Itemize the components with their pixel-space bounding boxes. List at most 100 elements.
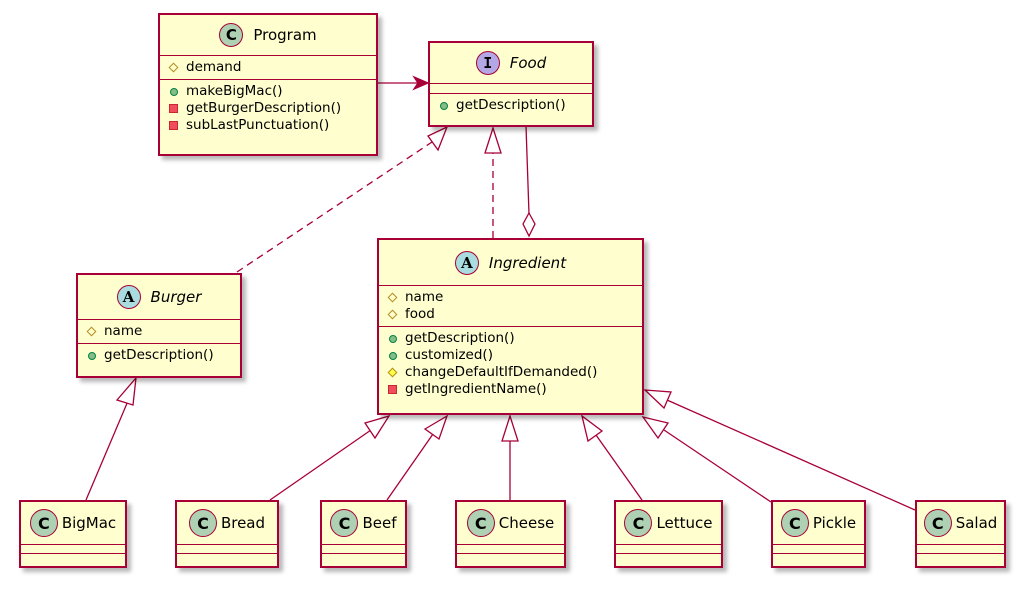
methods-section <box>457 554 564 562</box>
method: subLastPunctuation() <box>168 117 368 134</box>
method: getIngredientName() <box>387 381 634 398</box>
abstract-class-ingredient[interactable]: A Ingredient name food getDescription() … <box>377 238 644 415</box>
methods-section <box>21 554 125 562</box>
fields-section <box>177 545 277 554</box>
class-name: Program <box>253 26 317 44</box>
abstract-class-burger[interactable]: A Burger name getDescription() <box>76 273 242 378</box>
fields-section <box>457 545 564 554</box>
edge-lettuce-ingredient <box>595 434 643 501</box>
inheritance-triangle-beef <box>423 414 449 441</box>
class-stereotype-icon: C <box>219 23 244 47</box>
methods-section <box>616 554 721 562</box>
method: getBurgerDescription() <box>168 100 368 117</box>
fields-section: name <box>78 320 240 344</box>
inheritance-triangle-cheese <box>501 413 519 442</box>
method: getDescription() <box>86 347 232 364</box>
class-name: Beef <box>362 514 397 532</box>
class-stereotype-icon: C <box>29 509 58 537</box>
public-method-icon <box>387 333 398 344</box>
edge-salad-ingredient <box>666 399 916 511</box>
fields-section: demand <box>160 56 376 80</box>
method: changeDefaultIfDemanded() <box>387 364 634 381</box>
fields-section <box>322 545 405 554</box>
edge-bigmac-burger <box>85 400 129 501</box>
aggregation-diamond <box>522 211 536 238</box>
class-program[interactable]: C Program demand makeBigMac() getBurgerD… <box>158 13 378 156</box>
methods-section <box>773 554 864 562</box>
methods-section: getDescription() <box>78 344 240 367</box>
arrowhead-open-association <box>412 75 430 91</box>
protected-field-icon <box>86 326 97 337</box>
class-stereotype-icon: C <box>330 509 359 537</box>
private-method-icon <box>168 120 179 131</box>
class-stereotype-icon: C <box>923 509 952 537</box>
protected-method-icon <box>387 367 398 378</box>
edge-beef-ingredient <box>386 433 434 501</box>
fields-section <box>616 545 721 554</box>
fields-section <box>21 545 125 554</box>
class-name: Burger <box>150 288 202 306</box>
class-name: Cheese <box>498 514 555 532</box>
class-name: BigMac <box>61 514 117 532</box>
inheritance-triangle-salad <box>643 389 672 410</box>
class-stereotype-icon: C <box>624 509 653 537</box>
class-stereotype-icon: C <box>466 509 495 537</box>
private-method-icon <box>387 384 398 395</box>
methods-section <box>322 554 405 562</box>
edge-burger-food <box>236 137 439 273</box>
fields-section <box>917 545 1004 554</box>
realization-triangle-ingredient <box>484 125 502 154</box>
class-name: Ingredient <box>488 253 567 272</box>
protected-field-icon <box>387 309 398 320</box>
class-header: I Food <box>430 43 592 84</box>
edge-food-ingredient-aggregation <box>525 125 530 215</box>
class-header: A Burger <box>78 275 240 320</box>
field: food <box>387 306 634 323</box>
public-method-icon <box>86 350 97 361</box>
class-name: Lettuce <box>656 514 713 532</box>
interface-food[interactable]: I Food getDescription() <box>428 41 594 127</box>
public-method-icon <box>168 86 179 97</box>
inheritance-triangle-lettuce <box>580 414 604 443</box>
methods-section: getDescription() <box>430 94 592 117</box>
private-method-icon <box>168 103 179 114</box>
abstract-stereotype-icon: A <box>116 285 141 309</box>
inheritance-triangle-burger <box>115 375 137 406</box>
fields-section: name food <box>379 286 642 327</box>
realization-triangle-burger <box>427 125 449 152</box>
interface-stereotype-icon: I <box>475 51 500 75</box>
methods-section <box>177 554 277 562</box>
inheritance-triangle-pickle <box>641 415 670 440</box>
class-header: C Program <box>160 15 376 56</box>
methods-section <box>917 554 1004 562</box>
field: name <box>86 323 232 340</box>
edge-pickle-ingredient <box>663 429 772 503</box>
protected-field-icon <box>387 292 398 303</box>
class-stereotype-icon: C <box>780 509 809 537</box>
class-name: Food <box>509 54 547 72</box>
class-stereotype-icon: C <box>188 509 217 537</box>
public-method-icon <box>387 350 398 361</box>
abstract-stereotype-icon: A <box>454 250 479 275</box>
fields-section <box>430 84 592 94</box>
field: name <box>387 289 634 306</box>
fields-section <box>773 545 864 554</box>
protected-field-icon <box>168 62 179 73</box>
edge-bread-ingredient <box>269 429 372 501</box>
methods-section: getDescription() customized() changeDefa… <box>379 327 642 401</box>
class-name: Bread <box>220 514 266 532</box>
class-header: A Ingredient <box>379 240 642 286</box>
